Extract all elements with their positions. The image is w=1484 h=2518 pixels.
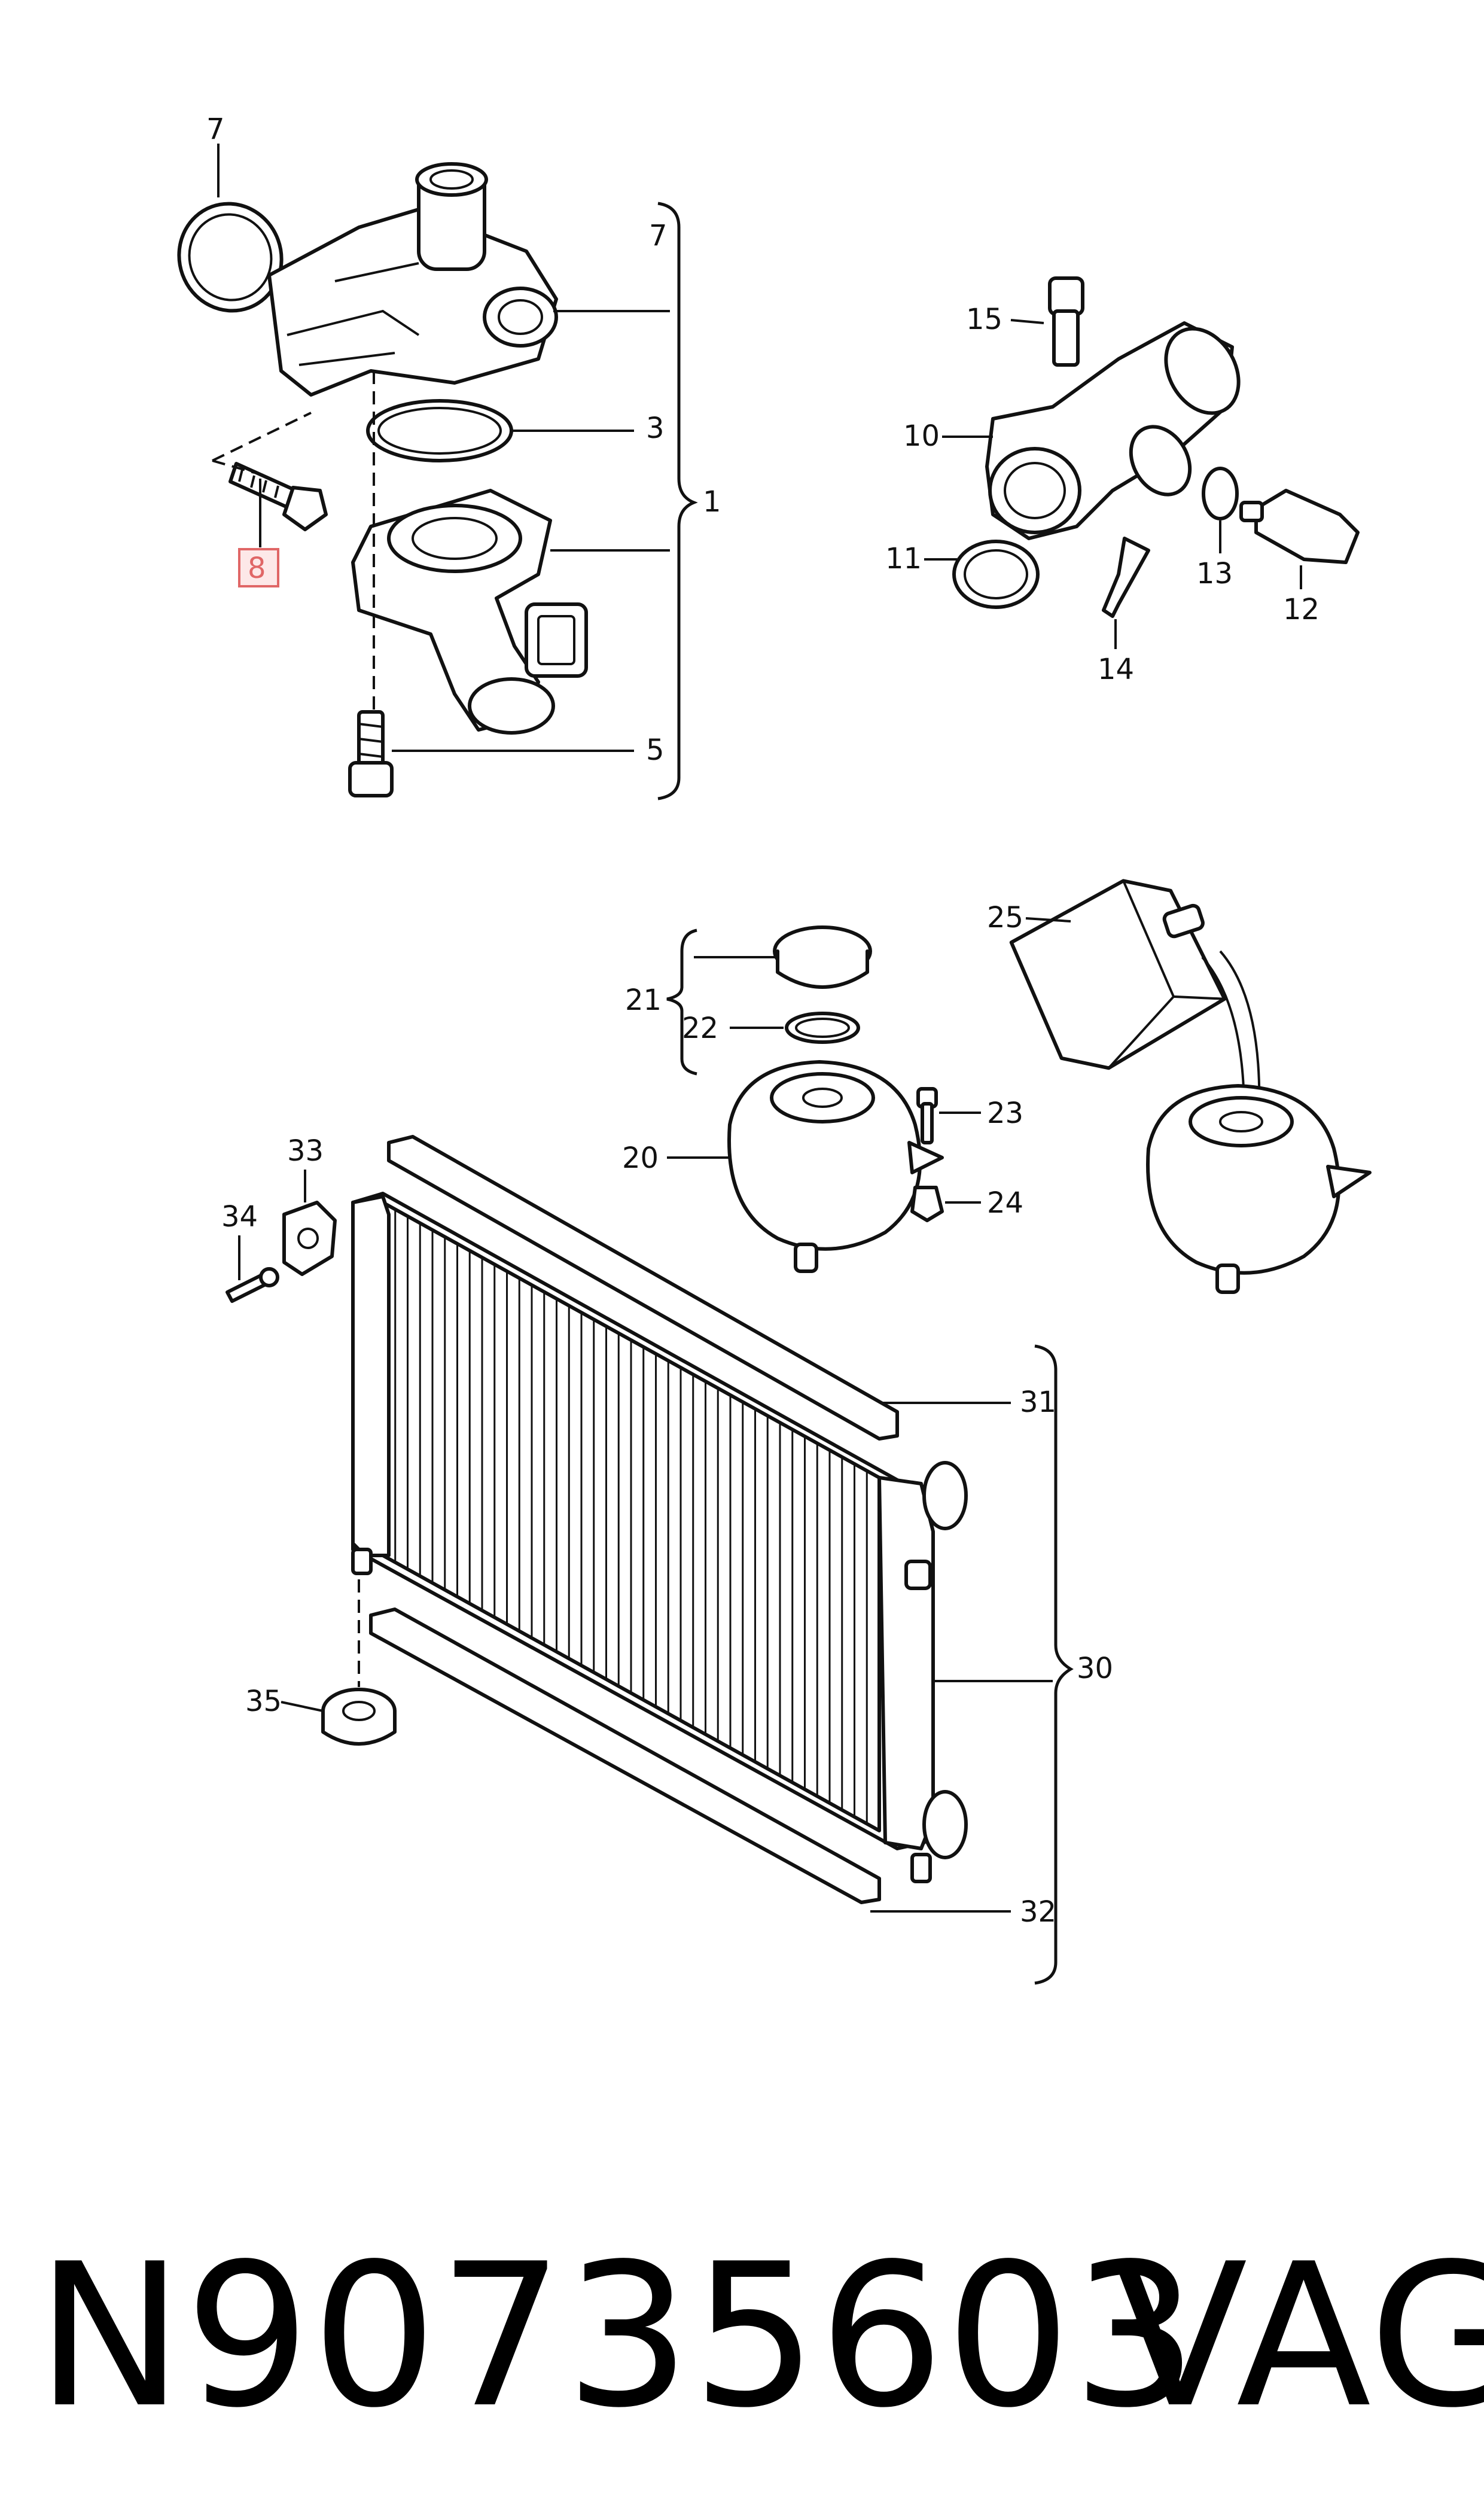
callout-21: 21 (625, 984, 662, 1017)
rubber-mount-35[interactable] (321, 1688, 397, 1746)
screw-23[interactable] (916, 1087, 938, 1144)
callout-33: 33 (287, 1134, 324, 1168)
radiator-group (226, 1135, 968, 1904)
thermostat-housing-group (164, 162, 588, 797)
sensor-12[interactable] (1239, 489, 1360, 564)
coolant-connector-group (952, 276, 1360, 618)
o-ring-7[interactable] (164, 189, 296, 325)
callout-20: 20 (622, 1141, 659, 1175)
callout-32: 32 (1020, 1895, 1056, 1929)
callout-5: 5 (646, 733, 665, 767)
callout-30: 30 (1077, 1652, 1113, 1685)
clip-14[interactable] (1102, 537, 1150, 618)
exploded-parts-diagram: 7 7 3 5 1 8 (164, 112, 1372, 1985)
expansion-tank-group (727, 925, 944, 1273)
callout-23: 23 (987, 1097, 1023, 1130)
callout-24: 24 (987, 1186, 1023, 1220)
callout-34: 34 (221, 1200, 258, 1234)
radiator-callouts: 33 34 31 30 35 32 (221, 1134, 1113, 1985)
callout-15: 15 (966, 303, 1002, 336)
expansion-tank-callouts: 21 22 20 23 24 (622, 928, 1023, 1220)
gasket-3[interactable] (366, 399, 513, 462)
callout-22: 22 (682, 1012, 718, 1045)
seal-13[interactable] (1202, 467, 1239, 520)
callout-25: 25 (987, 901, 1023, 934)
callout-31: 31 (1020, 1386, 1056, 1419)
bolt-5[interactable] (348, 710, 394, 797)
callout-7-housing: 7 (649, 219, 668, 252)
connector-callouts: 15 10 11 13 12 14 (885, 303, 1320, 686)
callout-12: 12 (1283, 593, 1320, 626)
coolant-container-25[interactable] (1004, 861, 1236, 1085)
callout-8-highlight (238, 548, 279, 587)
coolant-container-callouts: 25 (987, 901, 1071, 934)
bolt-8[interactable] (228, 462, 328, 531)
clip-nut-24[interactable] (910, 1186, 944, 1222)
coolant-fill-illustration (1004, 861, 1372, 1294)
seal-strip-32[interactable] (369, 1607, 881, 1904)
callout-7-oring: 7 (206, 112, 225, 146)
callout-8: 8 (248, 552, 266, 585)
radiator-fins (394, 1209, 868, 1824)
brand-name: VAG (1113, 2221, 1484, 2451)
bolt-34[interactable] (226, 1267, 279, 1303)
bolt-15[interactable] (1048, 276, 1084, 367)
callout-10: 10 (903, 419, 940, 453)
callout-14: 14 (1098, 653, 1134, 686)
callout-3: 3 (646, 412, 665, 445)
mounting-bracket-33[interactable] (282, 1201, 337, 1276)
thermostat-callouts: 7 7 3 5 1 8 (206, 112, 721, 800)
part-number: N90735603 (36, 2221, 1199, 2451)
filler-cap-21[interactable] (773, 925, 872, 989)
callout-1: 1 (703, 485, 721, 519)
seal-strip-31[interactable] (387, 1135, 899, 1441)
callout-13: 13 (1196, 557, 1233, 590)
callout-11: 11 (885, 542, 922, 576)
callout-35: 35 (245, 1685, 282, 1718)
